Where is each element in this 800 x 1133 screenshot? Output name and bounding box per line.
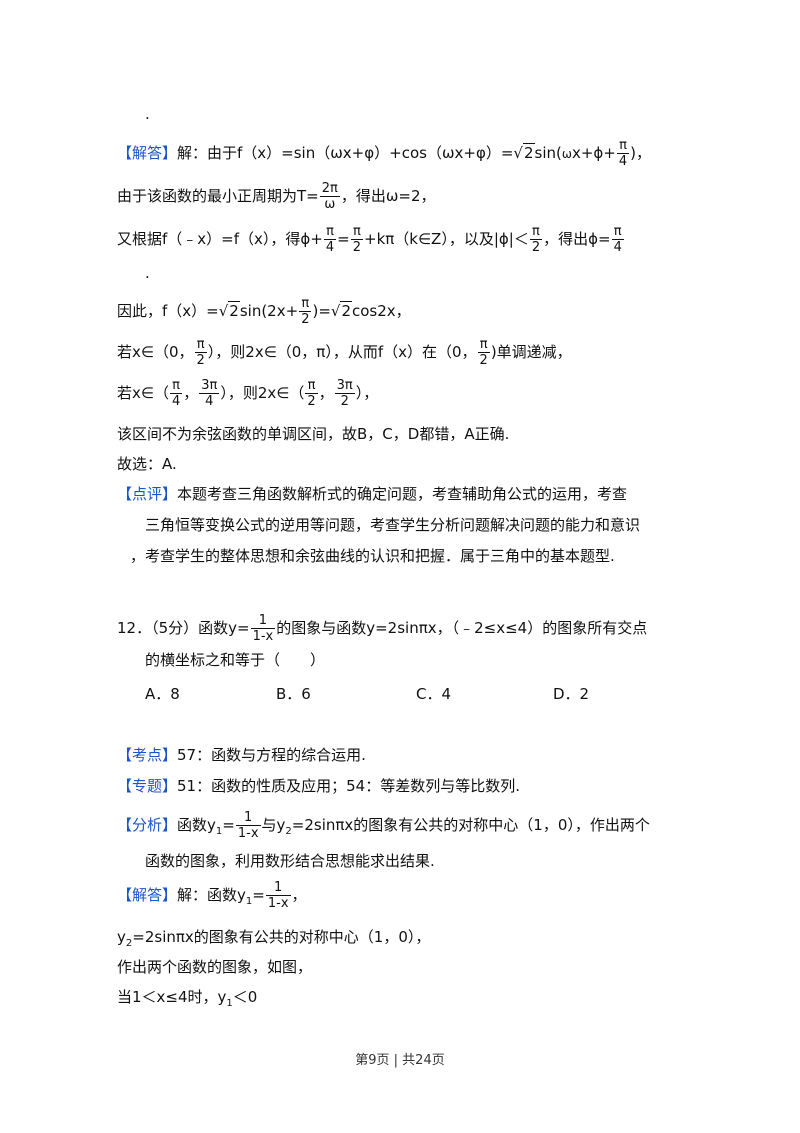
answer-12-line-4: 当1＜x≤4时，y1＜0: [117, 986, 257, 1015]
text: 的图象与函数y=2sinπx，（﹣2≤x≤4）的图象所有交点: [276, 619, 648, 637]
text: 57：函数与方程的综合运用.: [177, 746, 366, 764]
subscript: 1: [226, 998, 233, 1009]
text: ＜0: [232, 988, 258, 1006]
answer-tag: 【解答】: [117, 886, 178, 904]
text: ，得出ω=2，: [340, 187, 436, 205]
analysis-line-2: 函数的图象，利用数形结合思想能求出结果.: [145, 852, 435, 870]
knowledge-tag: 【考点】: [117, 746, 178, 764]
answer-tag: 【解答】: [117, 144, 178, 162]
comment-line-1: 【点评】本题考查三角函数解析式的确定问题，考查辅助角公式的运用，考查: [117, 483, 627, 505]
text: x+ϕ+: [571, 144, 616, 162]
comment-line-2: 三角恒等变换公式的逆用等问题，考查学生分析问题解决问题的能力和意识: [145, 516, 641, 534]
comment-tag: 【点评】: [117, 485, 178, 503]
text: 与y: [261, 816, 286, 834]
subscript: 2: [285, 826, 292, 837]
text: 解：函数y: [177, 886, 246, 904]
text: 若x∈（: [117, 384, 169, 402]
text: =: [252, 886, 265, 904]
solution-line-9: 故选：A.: [117, 455, 177, 473]
text: )单调递减，: [490, 343, 572, 361]
text: 12．（5分）函数y=: [117, 619, 250, 637]
solution-dot: .: [145, 264, 150, 282]
text: )，: [630, 144, 651, 162]
text: ，得出ϕ=: [543, 230, 611, 248]
text: 又根据f（﹣x）=f（x），得ϕ+: [117, 230, 323, 248]
text: 解：由于f（x）=sin（ωx+φ）+cos（ωx+φ）=: [177, 144, 514, 162]
text: 因此，f（x）=: [117, 302, 219, 320]
subscript: 2: [125, 938, 133, 949]
text: ，: [318, 384, 334, 402]
comment-line-3: ，考查学生的整体思想和余弦曲线的认识和把握．属于三角中的基本题型.: [130, 547, 615, 565]
analysis-tag: 【分析】: [117, 816, 178, 834]
topic-line: 【专题】51：函数的性质及应用；54：等差数列与等比数列.: [117, 775, 520, 797]
solution-line-8: 该区间不为余弦函数的单调区间，故B，C，D都错，A正确.: [117, 425, 510, 443]
answer-12-line-3: 作出两个函数的图象，如图，: [117, 958, 313, 976]
text: =2sinπx的图象有公共的对称中心（1，0），作出两个: [291, 816, 650, 834]
text: ），则2x∈（0，π），从而f（x）在（0，: [207, 343, 477, 361]
option-d: D．2: [553, 685, 590, 703]
option-c: C．4: [416, 685, 452, 703]
text: ，: [291, 886, 307, 904]
text: +kπ（k∈Z），以及|ϕ|＜: [364, 230, 529, 248]
text: ，: [183, 384, 199, 402]
sqrt-2: √2: [513, 143, 535, 162]
option-a: A．8: [145, 685, 180, 703]
text: ），则2x∈（: [220, 384, 305, 402]
text: sin(2x+: [239, 302, 299, 320]
answer-12-line-2: y2=2sinπx的图象有公共的对称中心（1，0），: [117, 926, 430, 955]
text: 若x∈（0，: [117, 343, 194, 361]
text: y: [117, 928, 126, 946]
text: sin(: [534, 144, 562, 162]
knowledge-point-line: 【考点】57：函数与方程的综合运用.: [117, 744, 366, 766]
subscript: 1: [215, 826, 223, 837]
text: 本题考查三角函数解析式的确定问题，考查辅助角公式的运用，考查: [177, 485, 628, 503]
text: ），: [355, 384, 379, 402]
text: =2sinπx的图象有公共的对称中心（1，0），: [132, 928, 431, 946]
text: =: [222, 816, 235, 834]
page-footer: 第9页 | 共24页: [355, 1053, 445, 1068]
leading-dot: .: [145, 105, 150, 123]
sqrt-2: √2: [218, 301, 240, 320]
text: 当1＜x≤4时，y: [117, 988, 227, 1006]
text: )=: [312, 302, 331, 320]
solution-line-1: 【解答】解：由于f（x）=sin（ωx+φ）+cos（ωx+φ）=√2sin(ω…: [117, 138, 651, 169]
text: 函数y: [177, 816, 216, 834]
text: ω: [561, 147, 572, 161]
text: 51：函数的性质及应用；54：等差数列与等比数列.: [177, 777, 520, 795]
subscript: 1: [245, 896, 253, 907]
sqrt-2: √2: [330, 301, 352, 320]
text: 由于该函数的最小正周期为T=: [117, 187, 319, 205]
text: cos2x，: [352, 302, 411, 320]
topic-tag: 【专题】: [117, 777, 178, 795]
question-12-line-2: 的横坐标之和等于（ ）: [145, 651, 326, 669]
text: =: [337, 230, 350, 248]
option-b: B．6: [276, 685, 311, 703]
